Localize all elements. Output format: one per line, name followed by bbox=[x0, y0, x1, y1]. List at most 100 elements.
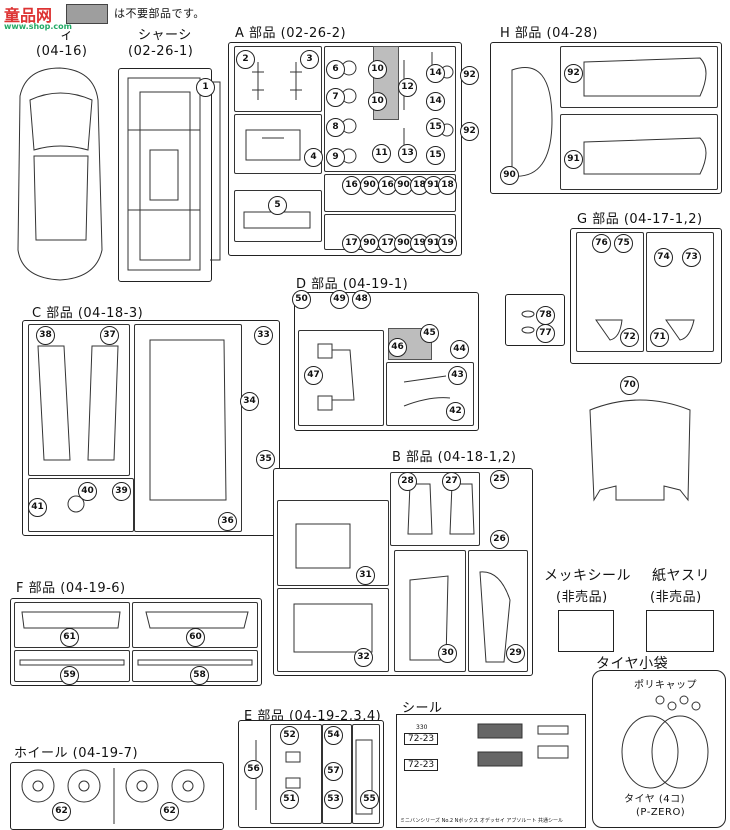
part-f-bumper-61 bbox=[21, 611, 121, 629]
part-a-shock-2 bbox=[252, 62, 264, 100]
car-body-outline bbox=[17, 67, 103, 281]
part-f-title: F 部品 (04-19-6) bbox=[16, 581, 126, 596]
part-number-92c: 92 bbox=[564, 64, 583, 83]
part-number-75: 75 bbox=[614, 234, 633, 253]
wheel-runner bbox=[10, 762, 224, 830]
part-number-3: 3 bbox=[300, 50, 319, 69]
part-b-seat-27 bbox=[449, 483, 475, 535]
part-b-title: B 部品 (04-18-1,2) bbox=[392, 450, 517, 465]
part-number-62a: 62 bbox=[52, 802, 71, 821]
part-number-92b: 92 bbox=[460, 122, 479, 141]
sandpaper-box bbox=[646, 610, 714, 652]
part-a-shock-3 bbox=[290, 62, 302, 100]
part-number-45: 45 bbox=[420, 324, 439, 343]
tire bbox=[621, 715, 679, 789]
part-number-53: 53 bbox=[324, 790, 343, 809]
part-a-title: A 部品 (02-26-2) bbox=[235, 26, 347, 41]
part-e-cell-55 bbox=[352, 724, 380, 824]
wheel-4 bbox=[171, 769, 205, 803]
part-f-cell-61 bbox=[14, 602, 130, 648]
part-number-43: 43 bbox=[448, 366, 467, 385]
sandpaper-title: 紙ヤスリ bbox=[652, 568, 710, 584]
part-number-4: 4 bbox=[304, 148, 323, 167]
part-number-70: 70 bbox=[620, 376, 639, 395]
part-b-seat-31 bbox=[295, 523, 351, 569]
plating-seal-note: (非売品) bbox=[556, 590, 608, 605]
part-number-31: 31 bbox=[356, 566, 375, 585]
wheel-3 bbox=[125, 769, 159, 803]
chassis-runner bbox=[118, 68, 212, 282]
part-number-55: 55 bbox=[360, 790, 379, 809]
part-number-61: 61 bbox=[60, 628, 79, 647]
part-g-lens-72 bbox=[595, 319, 623, 341]
polycap-label: ポリキャップ bbox=[634, 680, 697, 691]
part-number-46: 46 bbox=[388, 338, 407, 357]
part-number-2: 2 bbox=[236, 50, 255, 69]
part-number-90e: 90 bbox=[500, 166, 519, 185]
chassis-code: (02-26-1) bbox=[128, 44, 194, 59]
part-number-92a: 92 bbox=[460, 66, 479, 85]
part-b-cover-29 bbox=[479, 571, 511, 663]
seal-title: シール bbox=[402, 701, 443, 716]
plating-seal-title: メッキシール bbox=[544, 568, 631, 584]
part-number-44: 44 bbox=[450, 340, 469, 359]
part-number-74: 74 bbox=[654, 248, 673, 267]
part-number-25: 25 bbox=[490, 470, 509, 489]
part-number-14a: 14 bbox=[426, 64, 445, 83]
part-number-48: 48 bbox=[352, 290, 371, 309]
part-number-8: 8 bbox=[326, 118, 345, 137]
part-number-10a: 10 bbox=[368, 60, 387, 79]
tire-brand-label: (P-ZERO) bbox=[636, 807, 686, 818]
part-h-cell-92 bbox=[560, 46, 718, 108]
part-number-19b: 19 bbox=[438, 234, 457, 253]
part-number-15b: 15 bbox=[426, 146, 445, 165]
seal-footer: ミニバンシリーズ No.2 Nボックス オデッセイ アブソルート 共通シール bbox=[400, 818, 564, 824]
part-number-15a: 15 bbox=[426, 118, 445, 137]
part-a-arm-4 bbox=[245, 129, 301, 161]
part-number-51: 51 bbox=[280, 790, 299, 809]
part-a-arm-5 bbox=[243, 211, 311, 229]
part-number-50: 50 bbox=[292, 290, 311, 309]
part-b-cell-32 bbox=[277, 588, 389, 672]
part-number-26: 26 bbox=[490, 530, 509, 549]
part-number-36: 36 bbox=[218, 512, 237, 531]
part-number-34: 34 bbox=[240, 392, 259, 411]
part-c-panel-37 bbox=[87, 345, 119, 461]
part-number-38: 38 bbox=[36, 326, 55, 345]
chassis-title: シャーシ bbox=[138, 28, 192, 43]
sandpaper-note: (非売品) bbox=[650, 590, 702, 605]
part-number-72: 72 bbox=[620, 328, 639, 347]
part-number-47: 47 bbox=[304, 366, 323, 385]
part-number-91c: 91 bbox=[564, 150, 583, 169]
part-number-9: 9 bbox=[326, 148, 345, 167]
part-g-lens-71 bbox=[665, 319, 695, 341]
part-number-12: 12 bbox=[398, 78, 417, 97]
part-number-13: 13 bbox=[398, 144, 417, 163]
part-h-lamp-92 bbox=[583, 57, 707, 97]
license-plate-a: 72-23 bbox=[404, 733, 439, 745]
unneeded-parts-legend-text: は不要部品です。 bbox=[114, 7, 205, 20]
part-number-1: 1 bbox=[196, 78, 215, 97]
part-c-title: C 部品 (04-18-3) bbox=[32, 306, 144, 321]
part-number-16a: 16 bbox=[342, 176, 361, 195]
site-watermark-url: www.shop.com bbox=[4, 22, 72, 31]
part-h-title: H 部品 (04-28) bbox=[500, 26, 598, 41]
part-number-6: 6 bbox=[326, 60, 345, 79]
part-number-56: 56 bbox=[244, 760, 263, 779]
part-number-5: 5 bbox=[268, 196, 287, 215]
part-number-52: 52 bbox=[280, 726, 299, 745]
part-number-73: 73 bbox=[682, 248, 701, 267]
part-number-49: 49 bbox=[330, 290, 349, 309]
part-h-lamp-91 bbox=[583, 137, 707, 175]
wheel-2 bbox=[67, 769, 101, 803]
part-number-35: 35 bbox=[256, 450, 275, 469]
part-number-76: 76 bbox=[592, 234, 611, 253]
part-g-title: G 部品 (04-17-1,2) bbox=[577, 212, 703, 227]
part-f-bumper-60 bbox=[145, 611, 249, 629]
site-watermark: 童品网 bbox=[4, 6, 53, 25]
part-b-seat-32 bbox=[293, 603, 373, 653]
part-number-90a: 90 bbox=[360, 176, 379, 195]
part-d-runner-78 bbox=[505, 294, 565, 346]
part-number-29: 29 bbox=[506, 644, 525, 663]
